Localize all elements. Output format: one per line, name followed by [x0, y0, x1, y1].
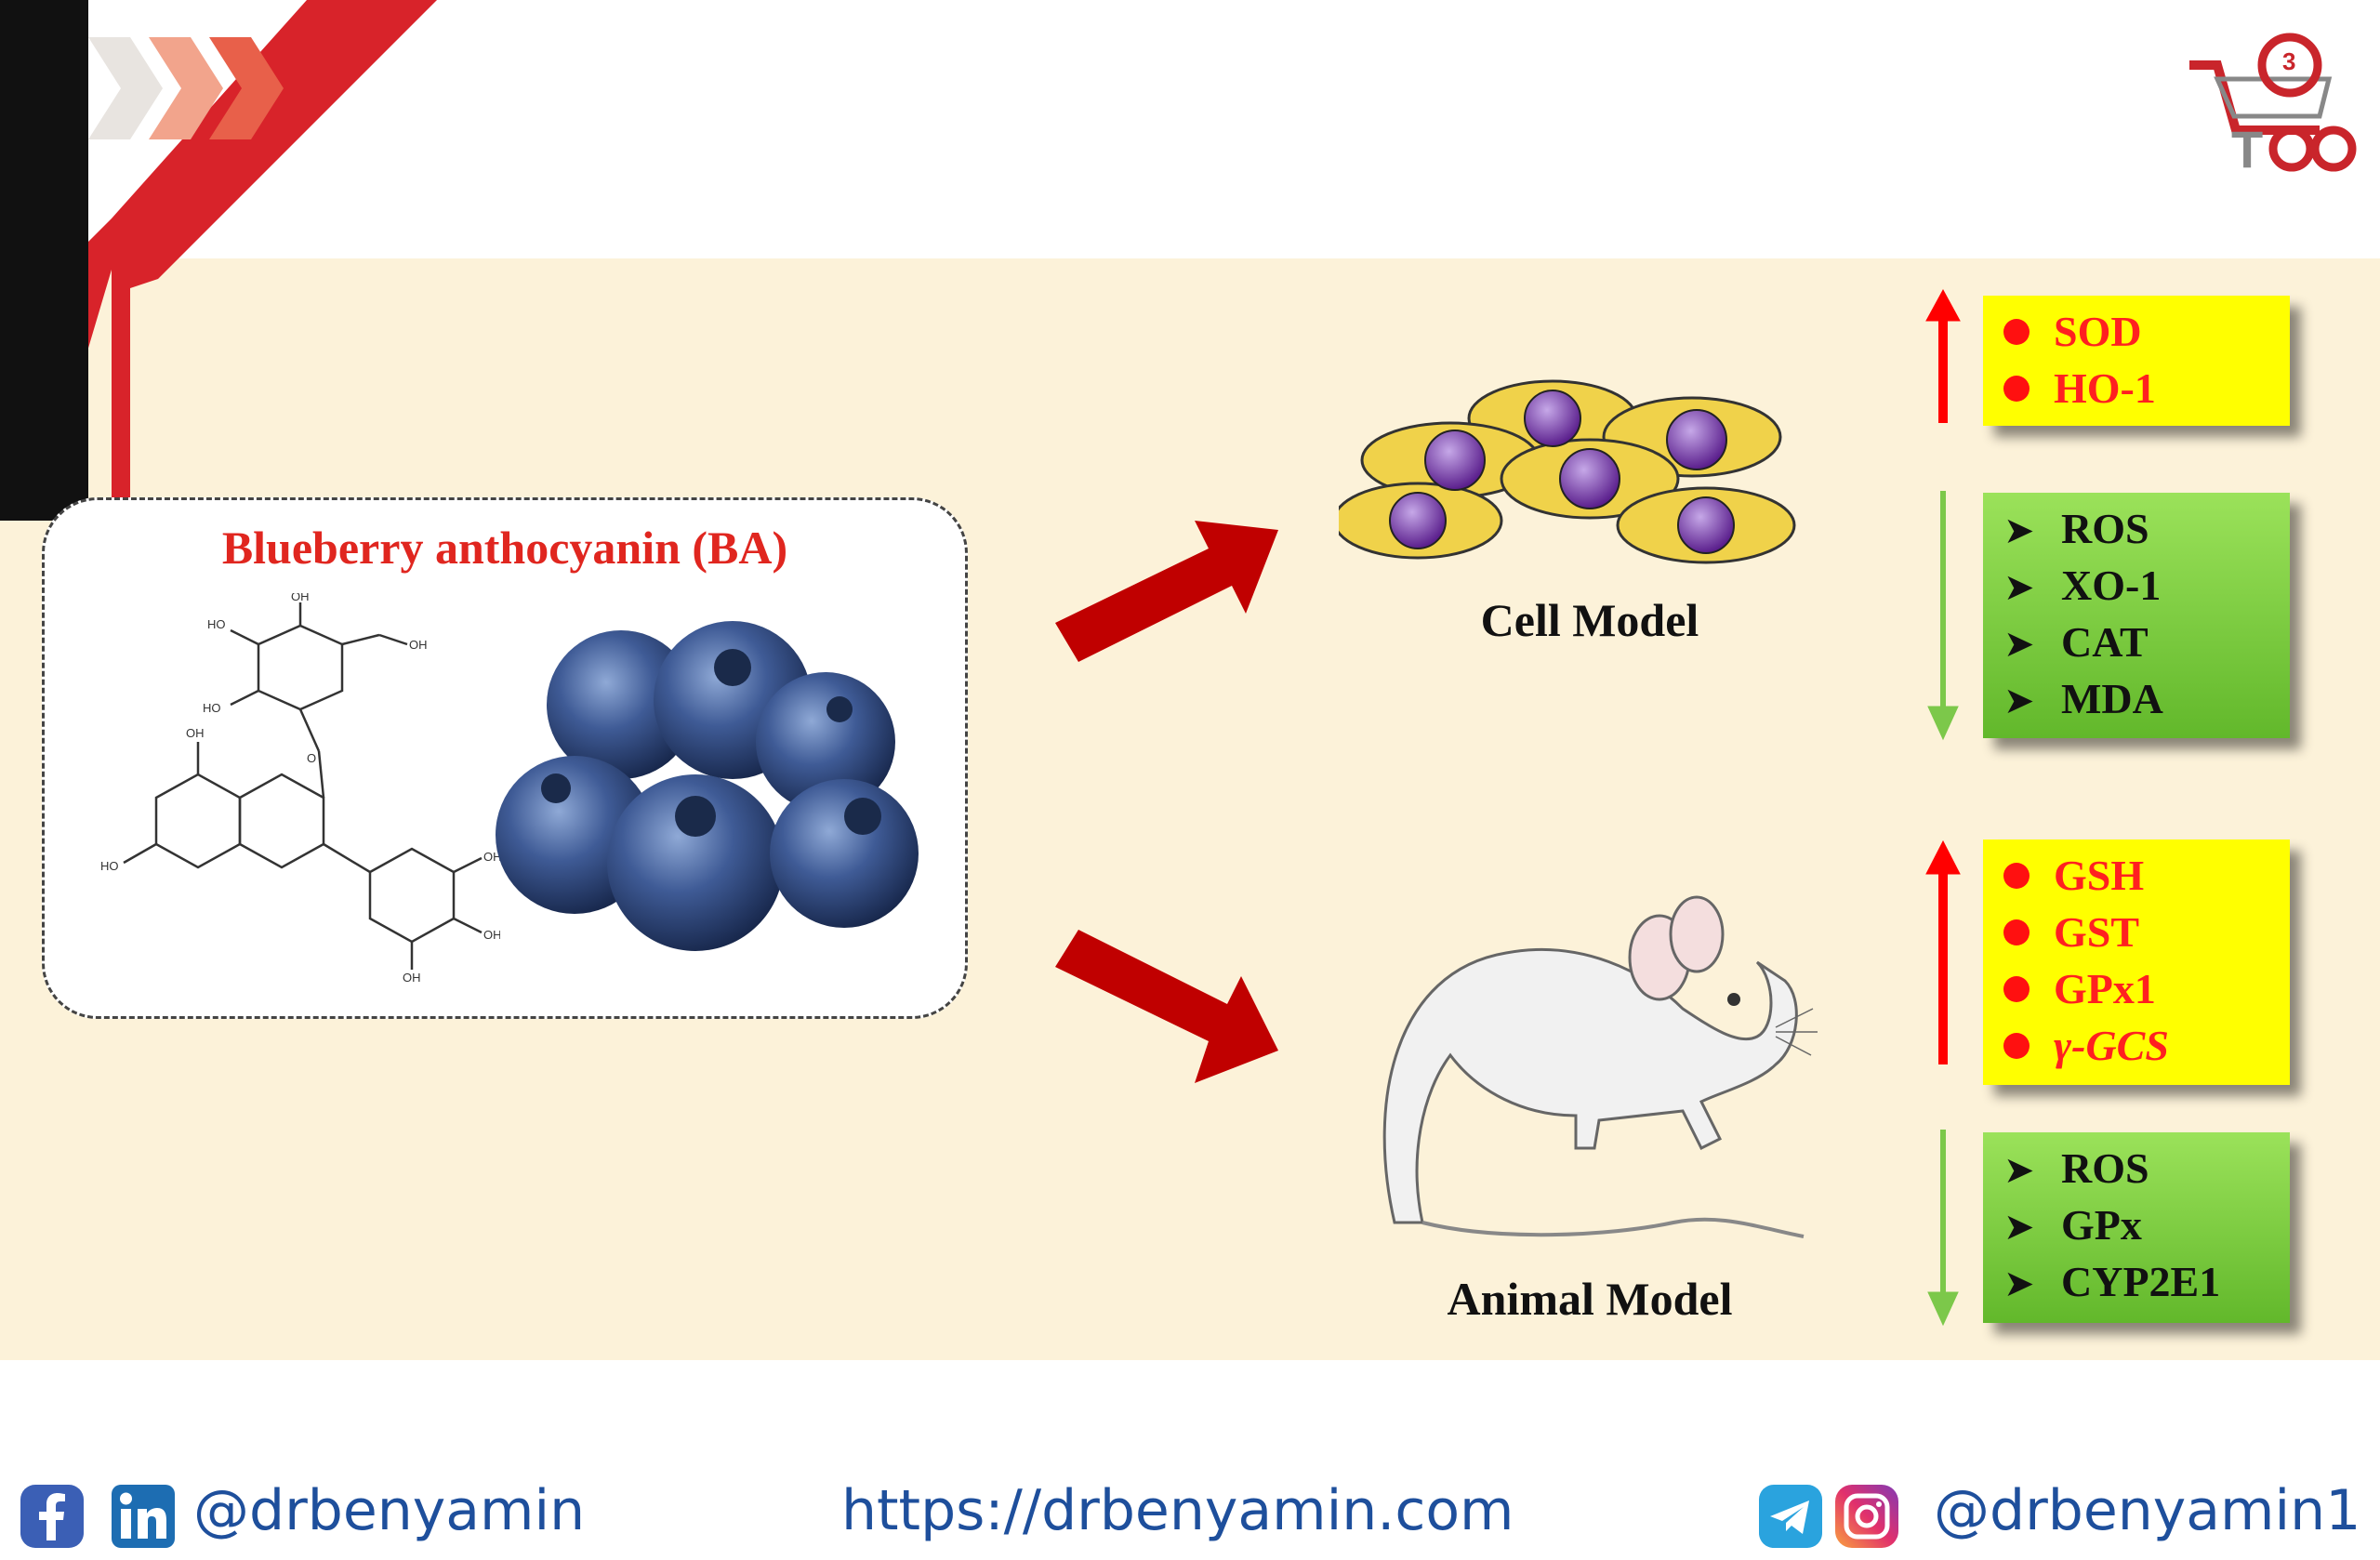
- telegram-icon[interactable]: [1757, 1483, 1824, 1550]
- arrowhead-bullet-icon: ➤: [2003, 1206, 2035, 1249]
- marker-row: γ-GCS: [2003, 1017, 2290, 1074]
- marker-label: GPx: [2061, 1201, 2142, 1249]
- arrowhead-bullet-icon: ➤: [2003, 566, 2035, 609]
- marker-label: MDA: [2061, 675, 2163, 722]
- marker-label: XO-1: [2061, 562, 2162, 609]
- instagram-icon[interactable]: [1833, 1483, 1900, 1550]
- svg-text:HO: HO: [207, 617, 226, 631]
- marker-label: CYP2E1: [2061, 1258, 2221, 1305]
- marker-row: HO-1: [2003, 360, 2290, 416]
- animal-model-label: Animal Model: [1447, 1273, 1733, 1325]
- bullet-icon: [2003, 976, 2030, 1003]
- arrow-to-cell-model: [1055, 521, 1278, 662]
- increase-arrow-cell: [1925, 288, 1961, 423]
- svg-text:T: T: [2231, 120, 2263, 177]
- logo-icon: 3 T: [2189, 33, 2357, 177]
- marker-row: ➤ CYP2E1: [2003, 1253, 2290, 1310]
- bullet-icon: [2003, 376, 2030, 403]
- arrow-to-animal-model: [1055, 930, 1278, 1083]
- marker-row: ➤ ROS: [2003, 1140, 2290, 1196]
- bullet-icon: [2003, 1033, 2030, 1060]
- marker-label: HO-1: [2054, 364, 2156, 412]
- marker-label: GPx1: [2054, 965, 2156, 1012]
- marker-label: γ-GCS: [2054, 1022, 2169, 1069]
- website-link[interactable]: https://drbenyamin.com: [841, 1478, 1514, 1543]
- linkedin-icon[interactable]: [110, 1483, 177, 1550]
- marker-label: GST: [2054, 908, 2140, 956]
- anthocyanin-structure-icon: HO OH OH HO O OH HO OH OH OH: [100, 593, 500, 984]
- svg-text:OH: OH: [186, 726, 205, 740]
- marker-label: GSH: [2054, 852, 2145, 899]
- marker-label: ROS: [2061, 505, 2149, 552]
- marker-row: GSH: [2003, 847, 2290, 904]
- marker-row: ➤ ROS: [2003, 500, 2290, 557]
- decorative-chevrons: [0, 0, 437, 521]
- svg-text:HO: HO: [100, 859, 119, 873]
- decrease-arrow-animal: [1927, 1130, 1959, 1327]
- decrease-arrow-cell: [1927, 491, 1959, 741]
- arrowhead-bullet-icon: ➤: [2003, 680, 2035, 722]
- marker-row: ➤ XO-1: [2003, 557, 2290, 614]
- cell-increased-box: SOD HO-1: [1983, 296, 2290, 426]
- facebook-icon[interactable]: [19, 1483, 86, 1550]
- mouse-icon: [1382, 895, 1818, 1238]
- arrowhead-bullet-icon: ➤: [2003, 509, 2035, 552]
- compound-box: Blueberry anthocyanin (BA) HO OH OH HO O OH…: [42, 497, 968, 1019]
- blueberries-image: [496, 621, 919, 951]
- bullet-icon: [2003, 919, 2030, 946]
- increase-arrow-animal: [1925, 839, 1961, 1064]
- animal-decreased-box: ➤ ROS ➤ GPx ➤ CYP2E1: [1983, 1132, 2290, 1323]
- arrowhead-bullet-icon: ➤: [2003, 1149, 2035, 1192]
- arrowhead-bullet-icon: ➤: [2003, 623, 2035, 666]
- marker-row: GPx1: [2003, 960, 2290, 1017]
- social-handle-right[interactable]: @drbenyamin1: [1934, 1478, 2361, 1543]
- cell-model-icon: [1339, 379, 1796, 564]
- svg-text:OH: OH: [409, 638, 428, 652]
- social-handle-left[interactable]: @drbenyamin: [193, 1478, 586, 1543]
- svg-text:OH: OH: [483, 928, 500, 942]
- bullet-icon: [2003, 863, 2030, 890]
- marker-label: SOD: [2054, 308, 2142, 355]
- animal-increased-box: GSH GST GPx1 γ-GCS: [1983, 839, 2290, 1085]
- svg-text:OH: OH: [483, 850, 500, 864]
- svg-text:3: 3: [2282, 47, 2295, 75]
- marker-row: ➤ CAT: [2003, 614, 2290, 670]
- cell-model-label: Cell Model: [1480, 594, 1699, 646]
- marker-row: GST: [2003, 904, 2290, 960]
- bullet-icon: [2003, 319, 2030, 346]
- marker-label: ROS: [2061, 1144, 2149, 1192]
- marker-row: SOD: [2003, 303, 2290, 360]
- svg-text:OH: OH: [403, 971, 421, 984]
- svg-text:O: O: [307, 751, 316, 765]
- svg-text:HO: HO: [203, 701, 221, 715]
- svg-text:OH: OH: [291, 593, 310, 603]
- compound-title: Blueberry anthocyanin (BA): [221, 522, 788, 574]
- cell-decreased-box: ➤ ROS ➤ XO-1 ➤ CAT ➤ MDA: [1983, 493, 2290, 738]
- marker-label: CAT: [2061, 618, 2149, 666]
- arrowhead-bullet-icon: ➤: [2003, 1263, 2035, 1305]
- marker-row: ➤ GPx: [2003, 1196, 2290, 1253]
- marker-row: ➤ MDA: [2003, 670, 2290, 727]
